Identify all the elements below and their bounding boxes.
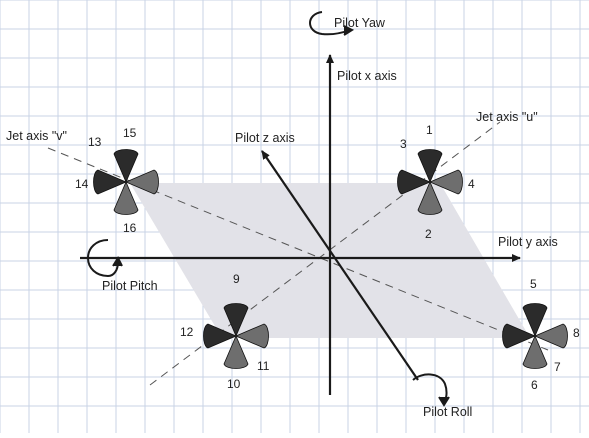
thruster-cone <box>428 169 463 195</box>
pilot-y-axis-label: Pilot y axis <box>498 235 558 249</box>
thruster-cone <box>113 180 139 215</box>
pilot-yaw-arrow <box>309 11 355 36</box>
pilot-roll-label: Pilot Roll <box>423 405 472 419</box>
thruster-cone <box>234 323 269 349</box>
jet-number-9: 9 <box>233 272 240 286</box>
jet-number-1: 1 <box>426 123 433 137</box>
thruster-cone <box>533 323 568 349</box>
jet-number-2: 2 <box>425 227 432 241</box>
jet-number-6: 6 <box>531 378 538 392</box>
jet-number-4: 4 <box>468 177 475 191</box>
pilot-z-axis-label: Pilot z axis <box>235 131 295 145</box>
pilot-x-axis-label: Pilot x axis <box>337 69 397 83</box>
thruster-cluster-front-right <box>397 149 463 215</box>
jet-number-3: 3 <box>400 137 407 151</box>
thruster-cone <box>223 334 249 369</box>
thruster-cone <box>113 149 139 184</box>
pilot-pitch-arrow <box>86 239 123 278</box>
thruster-cluster-front-left <box>93 149 159 215</box>
thruster-cone <box>203 323 238 349</box>
pilot-yaw-label: Pilot Yaw <box>334 16 386 30</box>
thruster-cone <box>522 334 548 369</box>
thruster-cone <box>223 303 249 338</box>
pilot-z-axis-line <box>261 150 419 381</box>
jet-number-10: 10 <box>227 377 241 391</box>
thruster-cone <box>397 169 432 195</box>
thruster-cluster-rear-right <box>502 303 568 369</box>
thruster-clusters <box>93 149 568 369</box>
jet-axis-v-label: Jet axis "v" <box>6 129 67 143</box>
thruster-cone <box>93 169 128 195</box>
thruster-cone <box>417 149 443 184</box>
jet-number-14: 14 <box>75 177 89 191</box>
pilot-roll-arrow <box>412 373 450 407</box>
pilot-pitch-label: Pilot Pitch <box>102 279 158 293</box>
jet-number-11: 11 <box>257 359 270 373</box>
jet-axis-u-label: Jet axis "u" <box>476 110 538 124</box>
jet-number-5: 5 <box>530 277 537 291</box>
jet-number-13: 13 <box>88 135 102 149</box>
jet-number-7: 7 <box>554 360 561 374</box>
jet-number-8: 8 <box>573 326 580 340</box>
thruster-cluster-rear-left <box>203 303 269 369</box>
thruster-cone <box>522 303 548 338</box>
thruster-cone <box>124 169 159 195</box>
thruster-cone <box>417 180 443 215</box>
jet-number-12: 12 <box>180 325 194 339</box>
thruster-cone <box>502 323 537 349</box>
jet-number-15: 15 <box>123 126 137 140</box>
jet-number-16: 16 <box>123 221 137 235</box>
